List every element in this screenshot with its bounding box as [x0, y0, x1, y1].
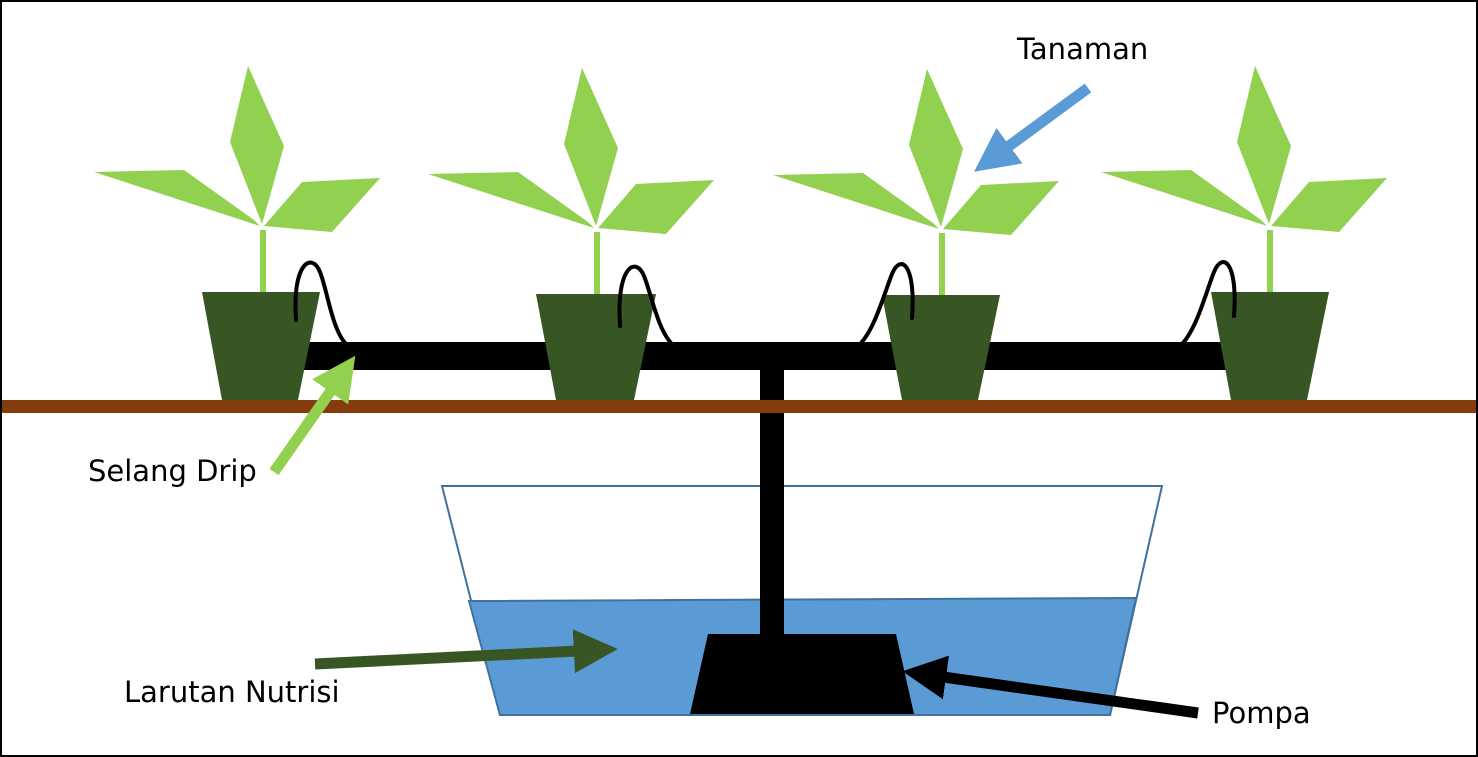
pot-icon — [536, 294, 656, 400]
plant-pointer-arrow — [974, 83, 1092, 172]
drip-emitter-hose — [293, 260, 350, 348]
supply-pipe-vertical — [760, 354, 784, 638]
drip-emitters — [293, 260, 1237, 348]
drip-emitter-hose — [1178, 260, 1237, 348]
pot-icon — [882, 295, 1000, 400]
pump-pointer-arrow — [902, 655, 1199, 719]
drip-emitter-hose — [856, 262, 915, 348]
pots — [202, 292, 1329, 400]
plant-icon — [428, 68, 714, 294]
pot-icon — [1211, 292, 1329, 400]
pump-label: Pompa — [1212, 696, 1311, 730]
plant-icon — [773, 69, 1059, 295]
pump-icon — [690, 634, 914, 714]
plants — [94, 66, 1387, 295]
nutrient-solution-label: Larutan Nutrisi — [124, 675, 340, 709]
ground-line — [2, 400, 1476, 413]
drip-hose-pointer-arrow — [269, 355, 356, 476]
plant-icon — [1101, 66, 1387, 292]
pot-icon — [202, 292, 320, 400]
plant-icon — [94, 66, 380, 292]
drip-hose-horizontal — [304, 342, 1228, 370]
nutrient-solution-pointer-arrow — [314, 629, 618, 674]
plant-label: Tanaman — [1017, 32, 1149, 66]
drip-emitter-hose — [617, 264, 676, 348]
drip-hose-label: Selang Drip — [88, 454, 257, 488]
